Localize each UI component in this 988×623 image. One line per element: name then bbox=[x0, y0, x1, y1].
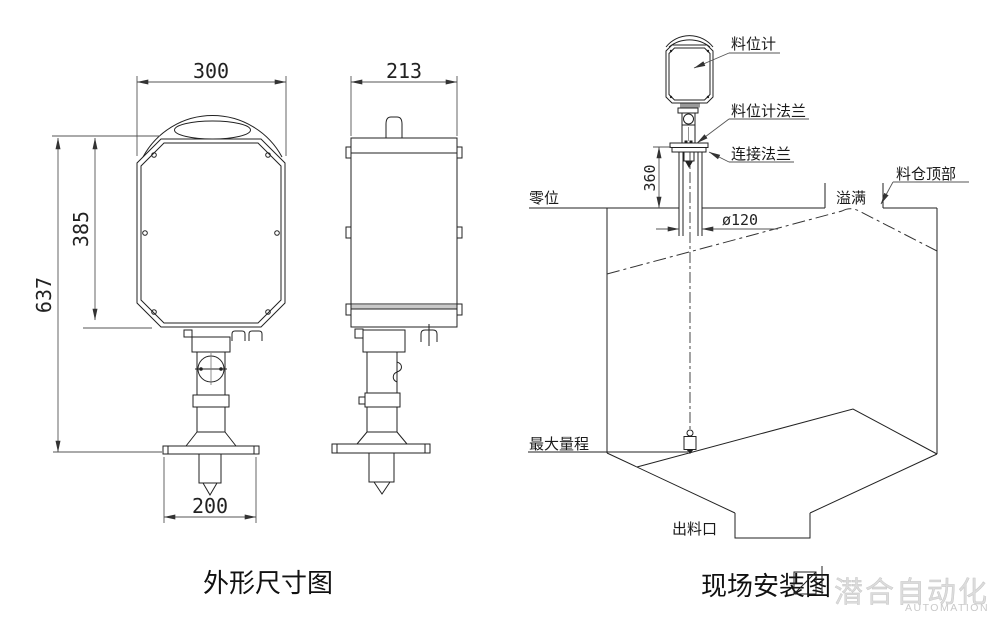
label-meter-flange-text: 料位计法兰 bbox=[731, 102, 806, 120]
side-view-housing bbox=[345, 116, 463, 328]
dim-360-value: 360 bbox=[641, 164, 659, 191]
dim-300: 300 bbox=[136, 59, 287, 156]
label-max-range-text: 最大量程 bbox=[529, 435, 589, 453]
dim-637: 637 bbox=[32, 137, 162, 453]
label-connect-flange: 连接法兰 bbox=[708, 145, 794, 163]
dim-120-value: ø120 bbox=[722, 211, 758, 229]
dim-360: 360 bbox=[641, 146, 671, 209]
label-silo-top-text: 料仓顶部 bbox=[896, 165, 956, 183]
dim-200-value: 200 bbox=[192, 494, 228, 518]
handle-slot bbox=[174, 120, 251, 140]
label-meter-flange: 料位计法兰 bbox=[696, 102, 809, 144]
watermark-subtitle: AUTOMATION bbox=[905, 602, 988, 614]
front-view-housing bbox=[136, 115, 286, 328]
front-view: 300 385 637 200 bbox=[32, 59, 287, 523]
front-view-caption: 外形尺寸图 bbox=[203, 569, 333, 599]
front-view-process-connection bbox=[162, 329, 263, 496]
label-level-meter-text: 料位计 bbox=[731, 35, 776, 53]
installation-caption: 现场安装图 bbox=[701, 572, 831, 602]
dim-213: 213 bbox=[350, 59, 458, 136]
dim-200: 200 bbox=[163, 457, 257, 523]
dim-213-value: 213 bbox=[386, 59, 422, 83]
installation-view: 360 ø120 料位计 料位计法兰 连接法兰 料仓顶部 零位 溢满 bbox=[528, 35, 969, 539]
top-tab bbox=[385, 116, 403, 138]
watermark-logo: 潜合自动化 AUTOMATION bbox=[793, 566, 988, 614]
watermark-brand: 潜合自动化 bbox=[834, 575, 988, 609]
side-view: 213 bbox=[331, 59, 463, 495]
dim-300-value: 300 bbox=[193, 59, 229, 83]
label-outlet-text: 出料口 bbox=[672, 520, 717, 538]
label-zero-text: 零位 bbox=[529, 189, 559, 207]
dim-637-value: 637 bbox=[32, 277, 56, 313]
label-silo-top: 料仓顶部 bbox=[880, 165, 969, 205]
label-level-meter: 料位计 bbox=[693, 35, 780, 69]
label-connect-flange-text: 连接法兰 bbox=[731, 145, 791, 163]
side-view-process-connection bbox=[331, 324, 438, 495]
installation-device bbox=[665, 35, 714, 454]
silo-outline bbox=[528, 183, 938, 539]
dim-385: 385 bbox=[52, 135, 160, 329]
handle-arc bbox=[142, 115, 283, 158]
label-overflow-text: 溢满 bbox=[836, 189, 866, 207]
dim-nozzle-diameter: ø120 bbox=[656, 211, 778, 232]
dim-385-value: 385 bbox=[69, 211, 93, 247]
logo-mark-icon bbox=[793, 566, 823, 596]
material-level-line bbox=[606, 208, 938, 275]
